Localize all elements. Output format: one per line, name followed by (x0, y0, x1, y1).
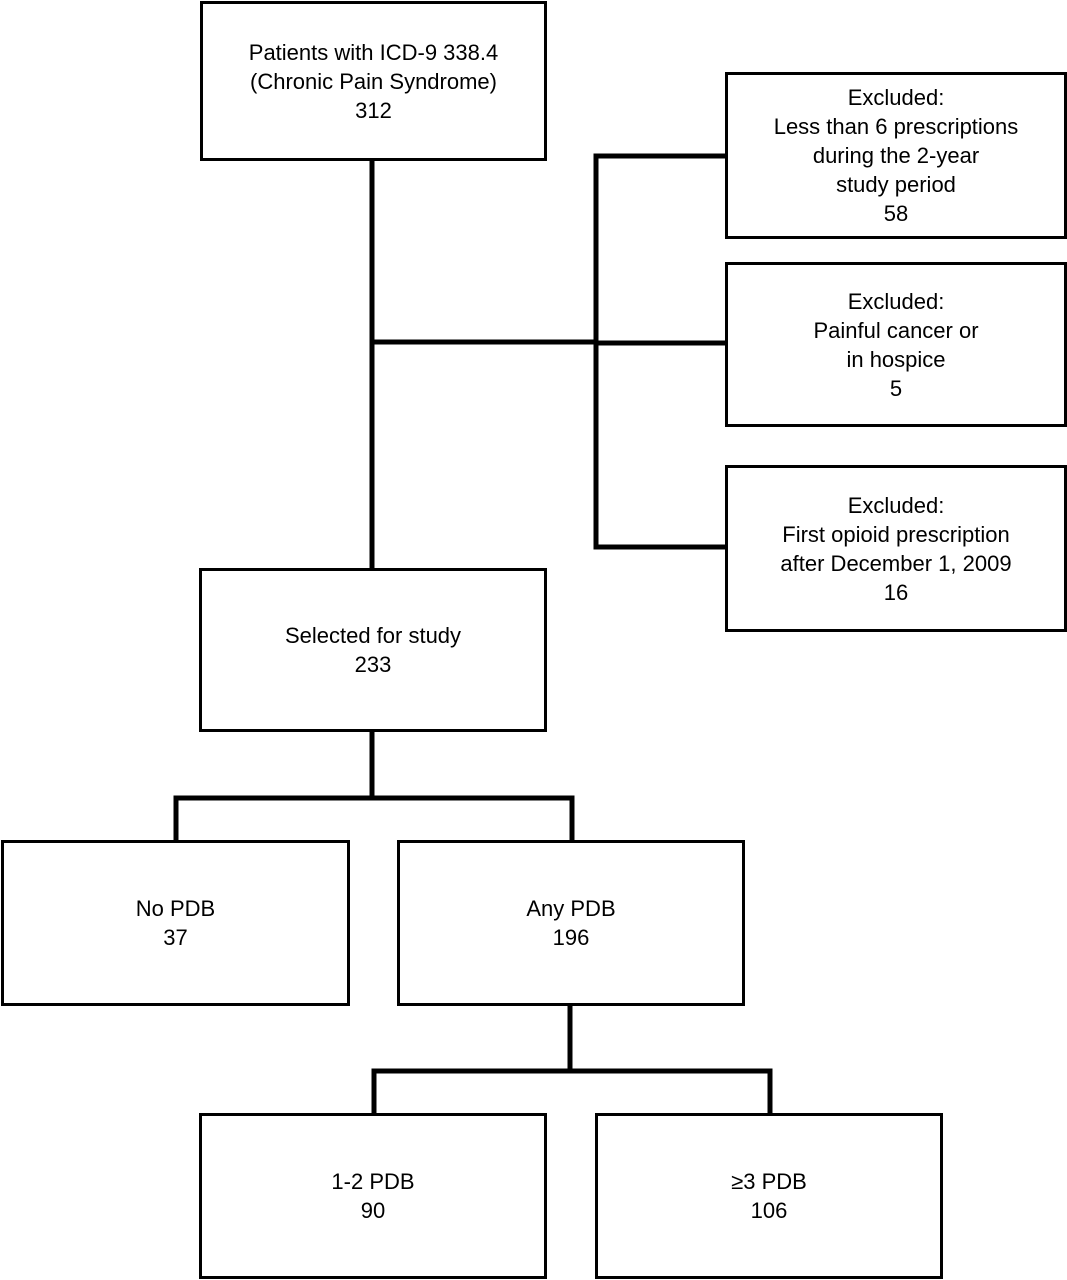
excluded-cancer-count: 5 (889, 375, 903, 401)
excluded-first-opioid-line-1: Excluded: (847, 492, 945, 518)
any-pdb-box: Any PDB 196 (397, 840, 745, 1006)
excluded-prescriptions-line-4: study period (836, 172, 956, 197)
any-pdb-label: Any PDB (526, 896, 616, 921)
no-pdb-label: No PDB (135, 896, 216, 921)
selected-for-study-count: 233 (354, 652, 392, 677)
excluded-first-opioid-box: Excluded: First opioid prescription afte… (725, 465, 1067, 632)
initial-cohort-line-2: (Chronic Pain Syndrome) (250, 68, 497, 94)
excluded-prescriptions-line-3: during the 2-year (812, 143, 980, 168)
initial-cohort-line-1: Patients with ICD-9 338.4 (248, 39, 499, 65)
no-pdb-count: 37 (163, 925, 188, 950)
selected-for-study-box: Selected for study 233 (199, 568, 547, 732)
excluded-cancer-line-3: in hospice (846, 346, 946, 372)
pdb-3-plus-box: ≥3 PDB 106 (595, 1113, 943, 1279)
selected-for-study-label: Selected for study (284, 623, 462, 648)
excluded-first-opioid-count: 16 (883, 579, 909, 605)
excluded-cancer-box: Excluded: Painful cancer or in hospice 5 (725, 262, 1067, 427)
excluded-cancer-line-2: Painful cancer or (813, 317, 979, 343)
excluded-prescriptions-box: Excluded: Less than 6 prescriptions duri… (725, 72, 1067, 239)
excluded-prescriptions-line-2: Less than 6 prescriptions (773, 114, 1019, 139)
excluded-first-opioid-line-2: First opioid prescription (782, 521, 1010, 547)
excluded-cancer-line-1: Excluded: (847, 288, 945, 314)
no-pdb-box: No PDB 37 (1, 840, 350, 1006)
pdb-1-2-label: 1-2 PDB (331, 1169, 415, 1194)
pdb-1-2-box: 1-2 PDB 90 (199, 1113, 547, 1279)
excluded-first-opioid-line-3: after December 1, 2009 (780, 550, 1012, 576)
any-pdb-count: 196 (552, 925, 590, 950)
initial-cohort-box: Patients with ICD-9 338.4 (Chronic Pain … (200, 1, 547, 161)
pdb-1-2-count: 90 (360, 1198, 386, 1223)
excluded-prescriptions-line-1: Excluded: (847, 85, 945, 110)
excluded-prescriptions-count: 58 (883, 201, 909, 226)
pdb-3-plus-label: ≥3 PDB (731, 1169, 807, 1194)
pdb-3-plus-count: 106 (750, 1198, 788, 1223)
initial-cohort-count: 312 (355, 97, 392, 123)
